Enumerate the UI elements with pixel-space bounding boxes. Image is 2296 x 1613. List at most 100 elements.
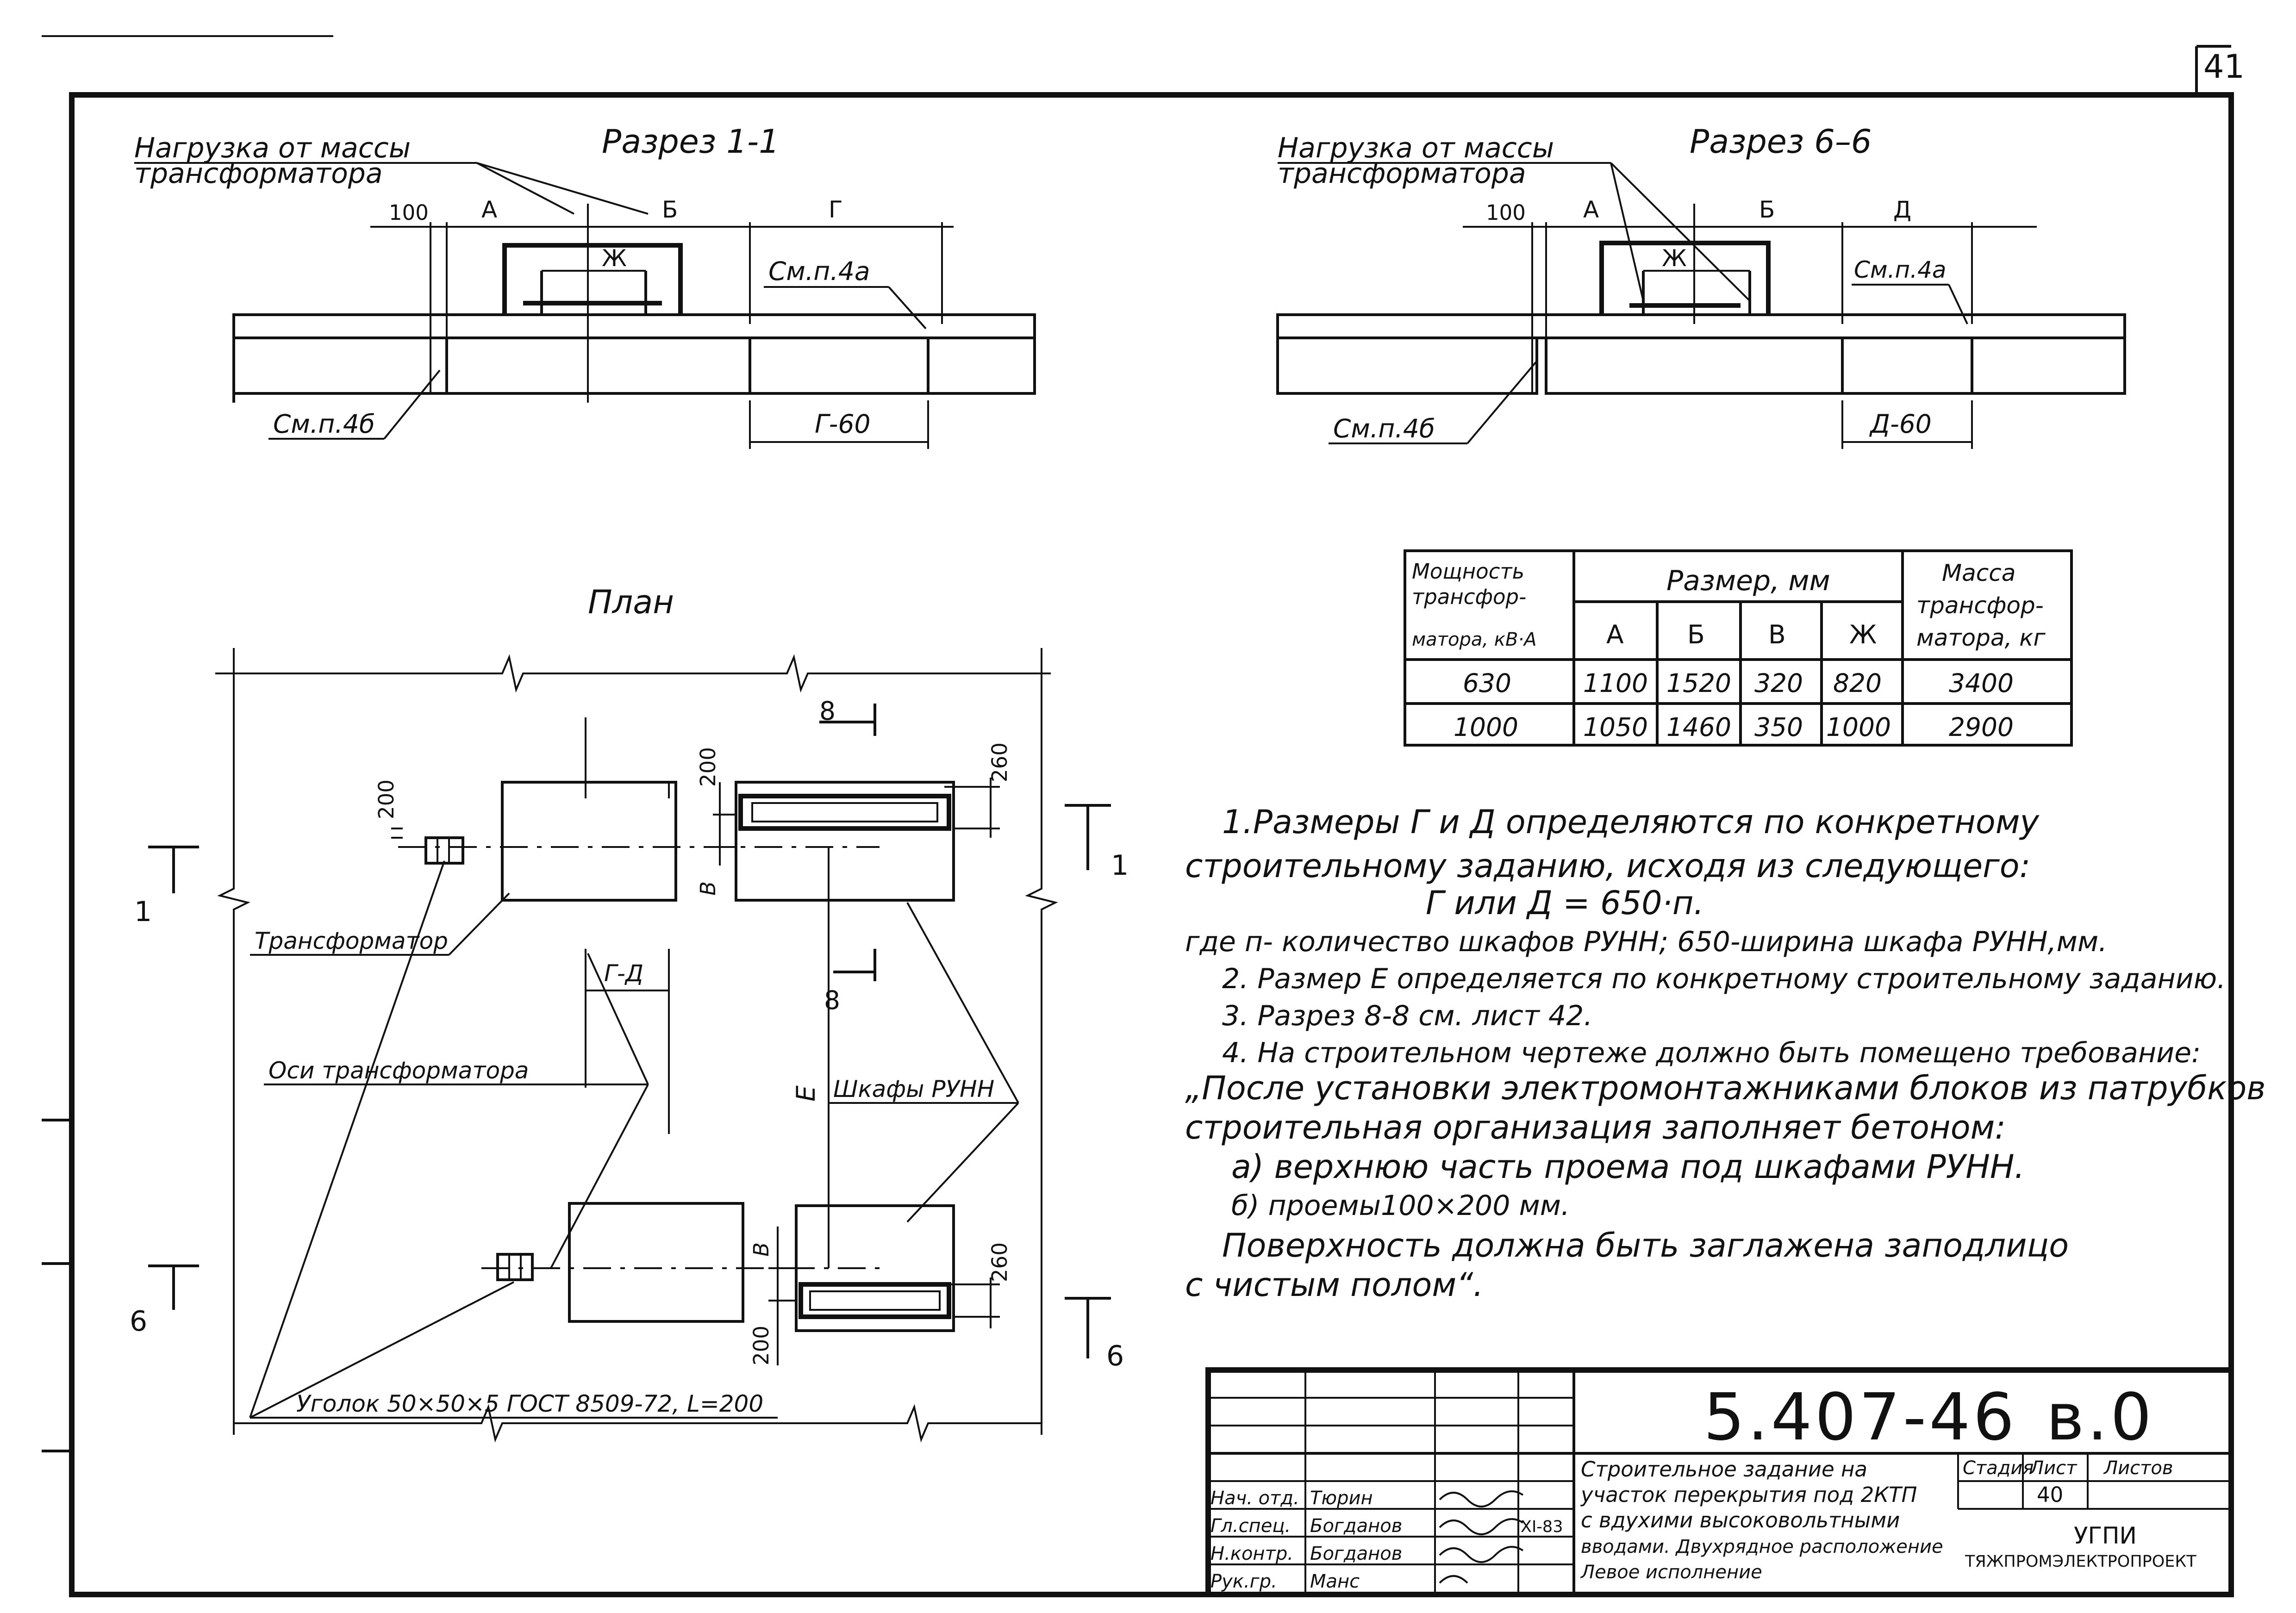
svg-text:2900: 2900 [1949,712,2014,742]
svg-text:8: 8 [824,985,840,1015]
svg-text:Стадия: Стадия [1963,1457,2034,1479]
note-line: 2. Размер Е определяется по конкретному … [1222,963,2226,995]
org-name-full: ТЯЖПРОМЭЛЕКТРОПРОЕКТ [1965,1552,2196,1571]
plan-angle-label: Уголок 50×50×5 ГОСТ 8509-72, L=200 [296,1390,763,1417]
svg-text:1100: 1100 [1583,668,1648,698]
note-line: „После установки электромонтажниками бло… [1185,1069,2266,1107]
svg-text:Н.контр.: Н.контр. [1210,1543,1293,1564]
svg-text:200: 200 [374,779,399,819]
svg-text:А: А [481,196,497,223]
svg-text:трансфор-: трансфор- [1916,592,2044,619]
section-6-ref-4a: См.п.4а [1854,256,1947,283]
svg-text:А: А [1583,196,1599,223]
section-1-ref-4a: См.п.4а [768,256,870,286]
svg-text:1000: 1000 [1454,712,1518,742]
section-6-ref-4b: См.п.4б [1333,414,1435,443]
svg-text:1: 1 [134,896,152,928]
document-code: 5.407-46 [1703,1380,2017,1455]
plan-view: План 200 200 В 260 8 8 [130,583,1129,1443]
svg-text:Мощность: Мощность [1412,559,1524,584]
svg-text:Тюрин: Тюрин [1310,1488,1373,1509]
svg-text:XI-83: XI-83 [1521,1518,1563,1536]
section-6-6: Разрез 6–6 Нагрузка от массы трансформат… [1276,123,2126,449]
note-line: 3. Разрез 8-8 см. лист 42. [1222,1000,1592,1032]
svg-text:Ж: Ж [602,245,627,272]
section-1-1: Разрез 1-1 Нагрузка от массы трансформат… [134,123,1036,449]
note-line: а) верхнюю часть проема под шкафами РУНН… [1231,1148,2025,1186]
svg-text:Е: Е [791,1085,821,1102]
sheet-frame [69,92,2234,1597]
svg-text:Б: Б [1759,196,1775,223]
transformer-table: Мощность трансфор- матора, кВ·А Размер, … [1404,549,2073,747]
svg-text:матора, кВ·А: матора, кВ·А [1412,629,1536,650]
svg-text:6: 6 [1106,1340,1124,1372]
svg-text:Строительное задание на: Строительное задание на [1581,1457,1867,1482]
svg-text:матора, кг: матора, кг [1916,624,2046,651]
note-line: где п- количество шкафов РУНН; 650-ширин… [1185,926,2107,958]
svg-text:трансфор-: трансфор- [1412,585,1526,609]
svg-text:Ж: Ж [1662,245,1687,272]
svg-text:Богданов: Богданов [1310,1543,1402,1564]
svg-text:Г-Д: Г-Д [604,960,643,987]
svg-text:260: 260 [987,742,1012,782]
section-1-ref-4b: См.п.4б [273,409,375,439]
plan-title: План [588,583,674,621]
svg-text:участок перекрытия под 2КТП: участок перекрытия под 2КТП [1580,1482,1917,1507]
svg-text:В: В [749,1242,774,1257]
svg-text:1050: 1050 [1583,712,1648,742]
svg-text:Г: Г [829,196,843,223]
note-line: строительному заданию, исходя из следующ… [1185,847,2030,885]
svg-text:Размер, мм: Размер, мм [1666,565,1830,597]
svg-text:200: 200 [696,747,720,787]
svg-text:Рук.гр.: Рук.гр. [1210,1571,1277,1592]
signature [1439,1546,1524,1563]
svg-text:Д: Д [1893,196,1911,223]
plan-axes-label: Оси трансформатора [268,1057,529,1084]
svg-text:В: В [1768,620,1786,649]
section-6-load-label: Нагрузка от массы [1278,132,1554,164]
svg-text:Ж: Ж [1849,620,1877,649]
note-line: Поверхность должна быть заглажена заподл… [1222,1227,2069,1264]
signature [1439,1518,1524,1535]
table-row: 630 1100 1520 320 820 3400 [1463,668,2014,698]
svg-text:1000: 1000 [1826,712,1891,742]
signature [1439,1490,1524,1507]
svg-text:Листов: Листов [2103,1457,2173,1479]
svg-text:Г-60: Г-60 [815,409,870,439]
svg-text:6: 6 [130,1305,147,1338]
svg-text:200: 200 [749,1326,774,1365]
svg-text:Нач. отд.: Нач. отд. [1210,1488,1299,1509]
org-name: УГПИ [2074,1522,2137,1549]
svg-text:1: 1 [1111,849,1129,882]
table-row: 1000 1050 1460 350 1000 2900 [1454,712,2014,742]
svg-text:А: А [1606,620,1624,649]
signature [1439,1575,1468,1584]
section-1-load-label: Нагрузка от массы [134,132,411,164]
svg-text:100: 100 [389,200,429,225]
svg-text:вводами. Двухрядное расположен: вводами. Двухрядное расположение [1581,1536,1943,1557]
svg-text:Лист: Лист [2029,1457,2078,1479]
svg-text:с вдухими высоковольтными: с вдухими высоковольтными [1581,1508,1900,1532]
svg-text:1520: 1520 [1666,668,1731,698]
svg-text:Гл.спец.: Гл.спец. [1210,1515,1291,1537]
document-issue: в.0 [2046,1380,2154,1455]
svg-text:40: 40 [2037,1482,2063,1507]
svg-text:Б: Б [1687,620,1705,649]
section-6-title: Разрез 6–6 [1690,123,1872,161]
svg-text:820: 820 [1833,668,1882,698]
svg-text:Манс: Манс [1310,1571,1360,1592]
svg-text:Масса: Масса [1942,560,2015,586]
title-block: 5.407-46 в.0 Строительное задание на уча… [1205,1367,2234,1597]
notes: 1.Размеры Г и Д определяются по конкретн… [1185,803,2266,1304]
svg-text:В: В [696,881,720,896]
svg-text:1460: 1460 [1666,712,1731,742]
svg-text:630: 630 [1463,668,1511,698]
sheet-number: 41 [2203,48,2245,86]
note-line: Г или Д = 650·п. [1426,884,1704,922]
note-line: б) проемы100×200 мм. [1231,1190,1570,1222]
svg-text:260: 260 [987,1242,1012,1282]
note-line: с чистым полом“. [1185,1266,1484,1304]
plan-cabinets-label: Шкафы РУНН [833,1076,994,1102]
note-line: 4. На строительном чертеже должно быть п… [1222,1037,2201,1069]
